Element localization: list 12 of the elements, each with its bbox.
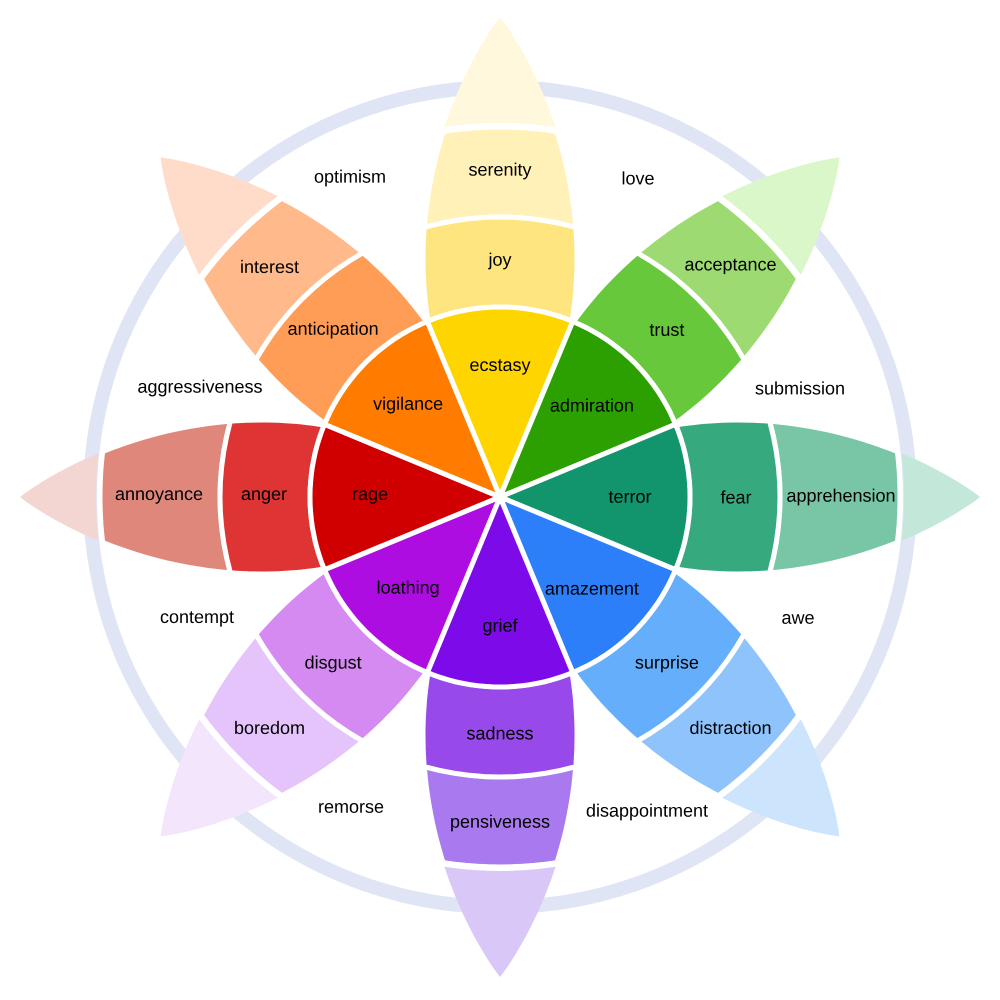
petal-tip — [20, 453, 98, 541]
emotion-label: love — [622, 171, 654, 185]
emotion-label: aggressiveness — [138, 380, 262, 396]
petal-tip — [902, 453, 980, 541]
emotion-label: contempt — [160, 611, 234, 627]
emotion-label: submission — [756, 381, 844, 395]
petal-tip — [444, 16, 556, 128]
petal-tip — [444, 866, 556, 977]
emotion-label: optimism — [314, 170, 385, 186]
emotion-label: awe — [782, 614, 814, 624]
emotion-label: disappointment — [586, 804, 708, 820]
emotion-label: remorse — [319, 803, 384, 813]
